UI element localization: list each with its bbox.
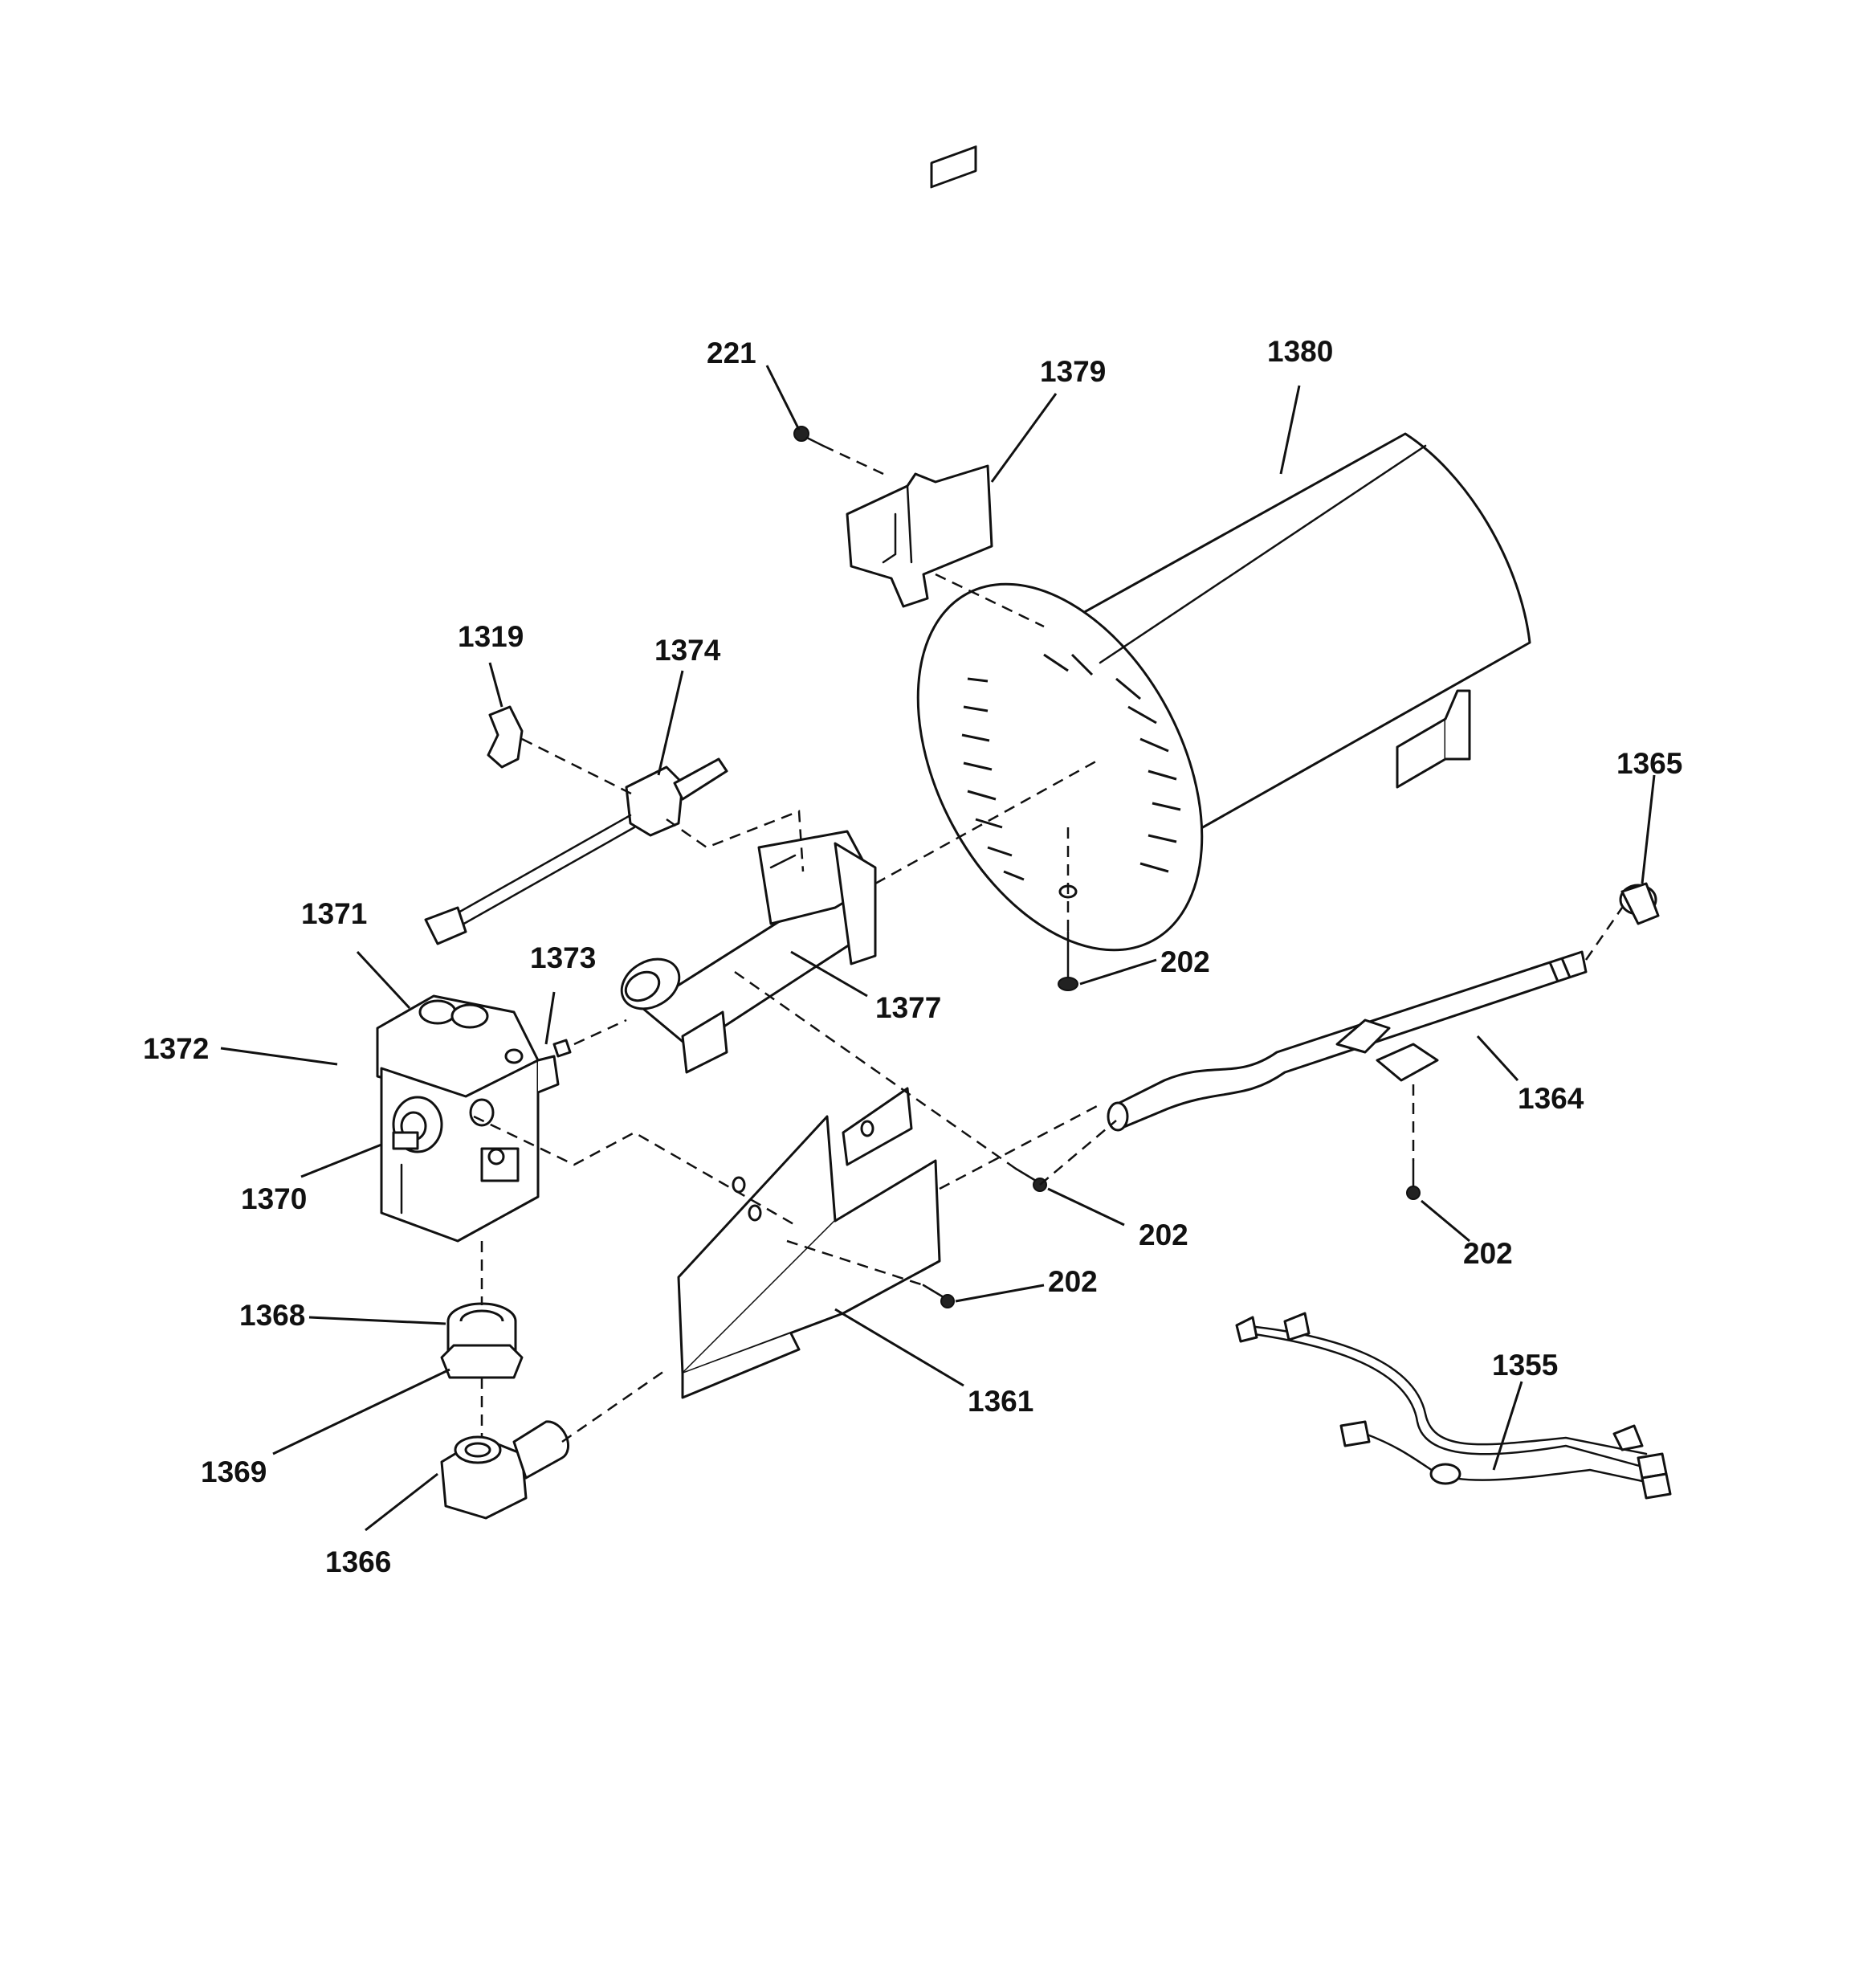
screw-202-lower — [922, 1284, 955, 1308]
igniter-clip-1319 — [487, 705, 524, 769]
screw-202-tube — [1058, 930, 1078, 991]
elbow-fitting-1366 — [440, 1420, 570, 1520]
fitting-1368-1369 — [440, 1302, 524, 1379]
burner-1377 — [620, 830, 877, 1074]
callout-202-shield: 202 — [1139, 1219, 1188, 1251]
callout-202-tube: 202 — [1160, 945, 1210, 978]
heat-shield-1361 — [677, 1087, 941, 1399]
callout-1380: 1380 — [1267, 335, 1333, 368]
callout-1366: 1366 — [325, 1545, 391, 1578]
assembly-dashed-lines — [473, 444, 1624, 1443]
callout-1361: 1361 — [968, 1385, 1033, 1418]
callout-1355: 1355 — [1492, 1349, 1558, 1382]
callout-1365: 1365 — [1616, 747, 1682, 780]
callout-1368: 1368 — [239, 1299, 305, 1332]
callout-1369: 1369 — [201, 1455, 267, 1488]
callout-202-lower: 202 — [1048, 1265, 1098, 1298]
callout-1379: 1379 — [1040, 355, 1106, 388]
callout-1374: 1374 — [654, 634, 721, 667]
callout-leader-lines — [220, 365, 1656, 1532]
screw-202-pipe — [1406, 1159, 1421, 1200]
callout-1364: 1364 — [1518, 1082, 1584, 1115]
callout-1377: 1377 — [875, 991, 941, 1024]
igniter-1374 — [424, 757, 728, 945]
callout-labels: 221 1379 1380 1319 1374 1365 1371 1373 2… — [143, 335, 1682, 1578]
tube-perforations — [961, 653, 1181, 881]
wire-harness-1355 — [1235, 1312, 1672, 1500]
gas-valve-assembly — [376, 994, 572, 1243]
burner-tube-1380 — [916, 432, 1531, 952]
callout-1370: 1370 — [241, 1182, 307, 1215]
bracket-1379 — [846, 145, 993, 608]
bushing-1365 — [1619, 882, 1660, 925]
callout-1372: 1372 — [143, 1032, 209, 1065]
callout-1371: 1371 — [301, 897, 367, 930]
callout-202-pipe: 202 — [1463, 1237, 1513, 1270]
callout-1373: 1373 — [530, 941, 596, 974]
screw-202-shield — [1014, 1167, 1047, 1192]
callout-1319: 1319 — [458, 620, 524, 653]
screw-221 — [793, 426, 825, 447]
gas-pipe-1364 — [1107, 950, 1588, 1132]
callout-221: 221 — [707, 337, 756, 369]
